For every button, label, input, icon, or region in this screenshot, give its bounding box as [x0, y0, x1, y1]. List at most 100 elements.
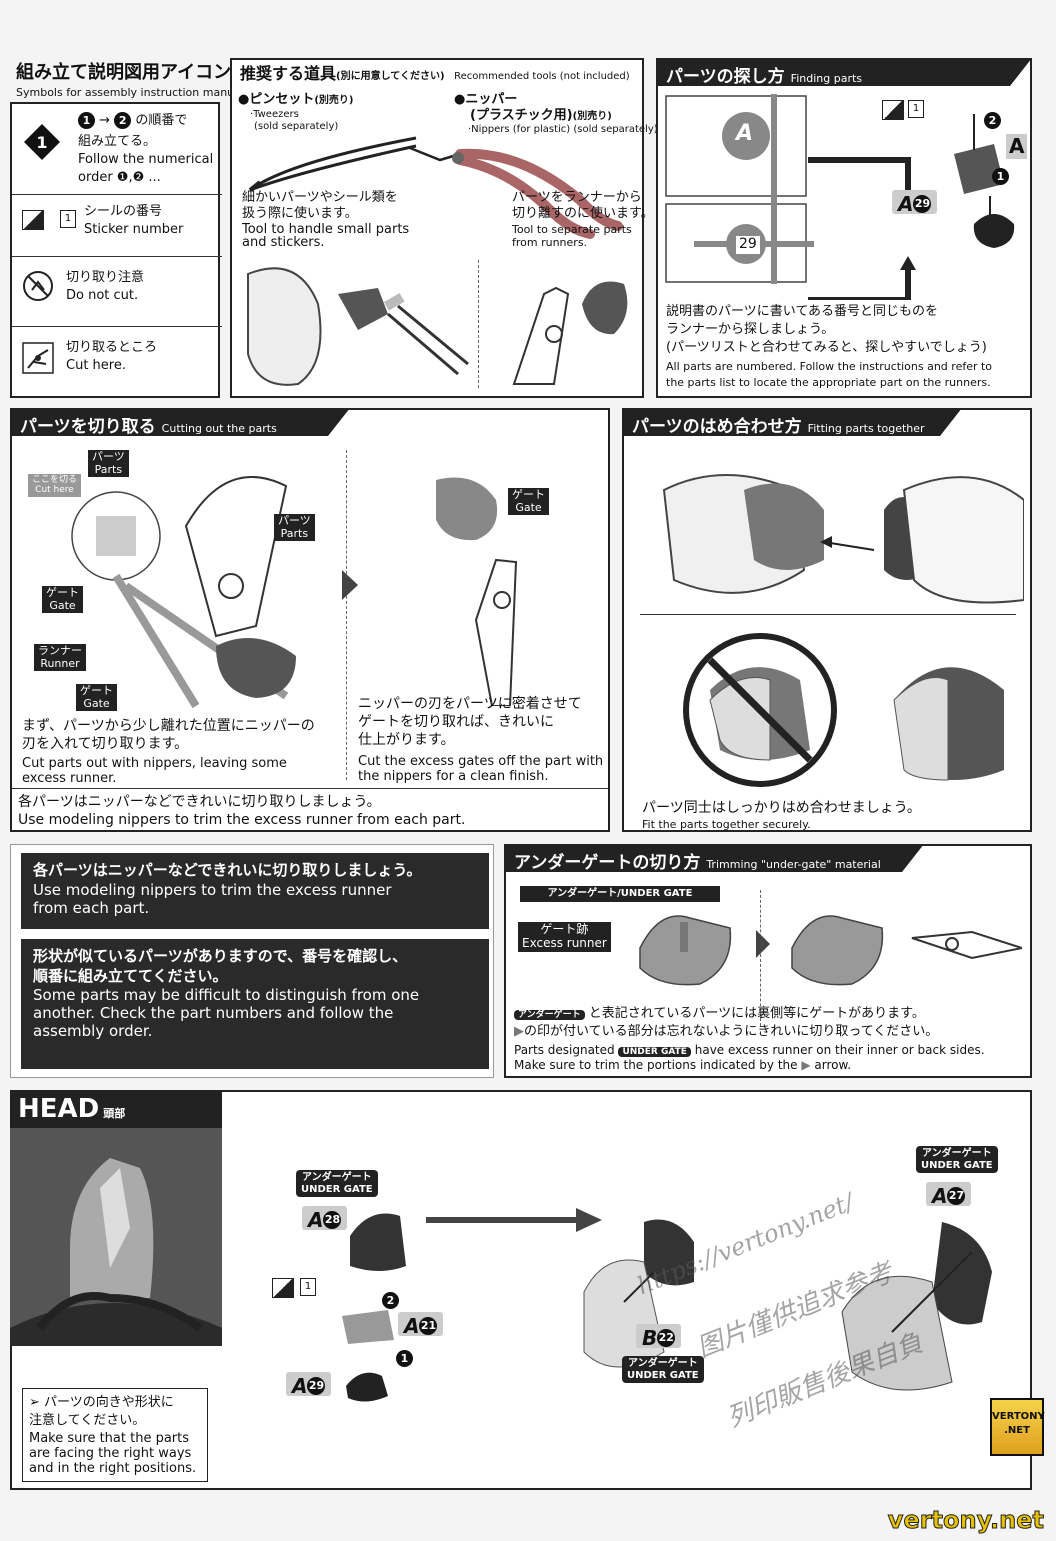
sticker-jp: シールの番号: [84, 204, 163, 219]
head-ug-en-1: UNDER GATE: [301, 1183, 373, 1195]
undergate-en-1b: have excess runner on their inner or bac…: [694, 1043, 985, 1057]
gate-jp-label-1: ゲート: [46, 586, 79, 599]
undergate-title: アンダーゲートの切り方: [514, 853, 701, 872]
order-arrow: →: [99, 113, 111, 128]
fitting-hands-illustration: [662, 474, 1024, 604]
finding-parts-illustration: [954, 114, 1015, 248]
gate-trace-en: Excess runner: [522, 935, 607, 950]
svg-text:1: 1: [36, 133, 47, 152]
head-ug-en-2: UNDER GATE: [627, 1369, 699, 1381]
part-a29-letter: A: [292, 1373, 308, 1398]
tweezers-desc-jp-1: 細かいパーツやシール類を: [242, 190, 398, 205]
nocut-en: Do not cut.: [66, 288, 139, 303]
notice-1-en-2: from each part.: [33, 898, 150, 917]
notice-1-jp: 各パーツはニッパーなどできれいに切り取りしましょう。: [33, 861, 422, 879]
nippers-desc-en-1: Tool to separate parts: [512, 223, 632, 236]
small-arrow-icon: ▶: [514, 1024, 524, 1039]
runner-en-label: Runner: [40, 656, 80, 670]
order-text-en-2: order ❶,❷ ...: [78, 170, 161, 185]
parts-jp-label-1: パーツ: [92, 450, 125, 463]
finding-en-2: the parts list to locate the appropriate…: [666, 376, 991, 389]
undergate-en-1a: Parts designated: [514, 1043, 615, 1057]
nippers-desc-jp-2: 切り離すのに使います。: [512, 206, 654, 221]
tweezers-desc-en-2: and stickers.: [242, 235, 325, 250]
head-ug-jp-1: アンダーゲート: [302, 1172, 372, 1183]
notice-panel: 各パーツはニッパーなどできれいに切り取りしましょう。 Use modeling …: [10, 844, 494, 1078]
notice-block-2: 形状が似ているパーツがありますので、番号を確認し、 順番に組み立ててください。 …: [21, 939, 489, 1069]
fitting-title-en: Fitting parts together: [807, 422, 925, 435]
undergate-inline-tag-jp: アンダーゲート: [514, 1010, 585, 1020]
cutting-step2-jp-1: ニッパーの刃をパーツに密着させて: [358, 696, 582, 712]
notice-2-en-2: another. Check the part numbers and foll…: [33, 1004, 394, 1022]
cutting-step2-jp-2: ゲートを切り取れば、きれいに: [358, 714, 554, 730]
finding-part-letter: A: [898, 191, 914, 216]
badge-line-2: .NET: [1004, 1425, 1030, 1436]
finding-arrow: [808, 157, 916, 300]
cutting-title: パーツを切り取る: [20, 417, 156, 436]
part-a28-number: 28: [323, 1210, 342, 1229]
runner-number: 29: [736, 236, 760, 254]
part-b22-number: 22: [657, 1328, 676, 1347]
tweezers-en-1: ·Tweezers: [250, 109, 299, 120]
finding-en-1: All parts are numbered. Follow the instr…: [666, 360, 993, 373]
gate-jp-label-2: ゲート: [80, 684, 113, 697]
head-title-jp: 頭部: [103, 1107, 126, 1120]
vertony-badge: VERTONY .NET: [990, 1398, 1045, 1456]
cutting-title-en: Cutting out the parts: [161, 422, 277, 435]
finding-jp-3: (パーツリストと合わせてみると、探しやすいでしょう): [666, 340, 987, 355]
parts-en-label-1: Parts: [94, 462, 123, 476]
head-assembly-arrow: [426, 1208, 602, 1232]
cutting-step1-en-2: excess runner.: [22, 771, 117, 786]
gate-en-label-2: Gate: [83, 696, 110, 710]
notice-2-en-3: assembly order.: [33, 1022, 153, 1040]
gate-jp-label-3: ゲート: [512, 488, 545, 501]
cutting-next-arrow: [342, 570, 358, 600]
tweezers-en-2: (sold separately): [254, 121, 339, 132]
tweezers-desc-en-1: Tool to handle small parts: [242, 222, 410, 237]
head-sticker-icon: [272, 1278, 294, 1298]
tweezers-usage-illustration: [247, 267, 469, 386]
gate-en-label-1: Gate: [49, 598, 76, 612]
note-jp-1: パーツの向きや形状に: [44, 1395, 174, 1410]
tweezers-title: ●ピンセット: [238, 92, 315, 107]
head-title: HEAD: [18, 1094, 100, 1124]
undergate-panel: アンダーゲートの切り方 Trimming "under-gate" materia…: [504, 844, 1032, 1078]
nippers-title: ●ニッパー: [454, 92, 518, 107]
icons-subtitle: Symbols for assembly instruction manuals: [16, 86, 250, 99]
cutting-step1-jp-2: 刃を入れて切り取ります。: [22, 736, 189, 752]
undergate-title-en: Trimming "under-gate" material: [706, 858, 881, 871]
notice-block-1: 各パーツはニッパーなどできれいに切り取りしましょう。 Use modeling …: [21, 853, 489, 929]
undergate-jp-2: の印が付いている部分は忘れないようにきれいに切り取ってください。: [524, 1024, 939, 1039]
gate-trace-jp: ゲート跡: [540, 922, 589, 936]
part-a27-letter: A: [932, 1183, 948, 1208]
cutting-footer-jp: 各パーツはニッパーなどできれいに切り取りしましょう。: [18, 794, 381, 810]
do-not-cut-icon: [23, 271, 53, 301]
part-a28-illustration: [350, 1213, 406, 1271]
runner-letter: A: [736, 121, 754, 146]
head-sticker-number: 1: [300, 1278, 316, 1296]
part-a29-illustration: [346, 1372, 388, 1402]
notice-2-jp-2: 順番に組み立ててください。: [33, 966, 228, 985]
tweezers-note: (別売り): [314, 95, 354, 106]
sticker-number-box: 1: [60, 210, 76, 228]
finding-jp-2: ランナーから探しましょう。: [666, 322, 835, 337]
cutting-step2-en-2: the nippers for a clean finish.: [358, 769, 549, 784]
notice-1-en-1: Use modeling nippers to trim the excess …: [33, 880, 392, 899]
head-reference-illustration: [10, 1128, 222, 1346]
note-jp-2: 注意してください。: [29, 1413, 146, 1428]
nippers-desc-en-2: from runners.: [512, 236, 588, 249]
head-ug-en-3: UNDER GATE: [921, 1159, 993, 1171]
undergate-en-2a: Make sure to trim the portions indicated…: [514, 1058, 798, 1072]
tweezers-desc-jp-2: 扱う際に使います。: [242, 206, 358, 221]
head-orientation-note: ➢ パーツの向きや形状に 注意してください。 Make sure that th…: [22, 1388, 208, 1482]
nippers-illustration: [409, 146, 623, 239]
icons-title: 組み立て説明図用アイコン: [16, 62, 232, 83]
order-text-en-1: Follow the numerical: [78, 152, 214, 167]
finding-sticker-number: 1: [908, 100, 924, 118]
finding-title: パーツの探し方: [666, 67, 785, 86]
head-step-2: 2: [382, 1292, 399, 1309]
nocut-jp: 切り取り注意: [66, 270, 145, 285]
parts-jp-label-2: パーツ: [278, 514, 311, 527]
